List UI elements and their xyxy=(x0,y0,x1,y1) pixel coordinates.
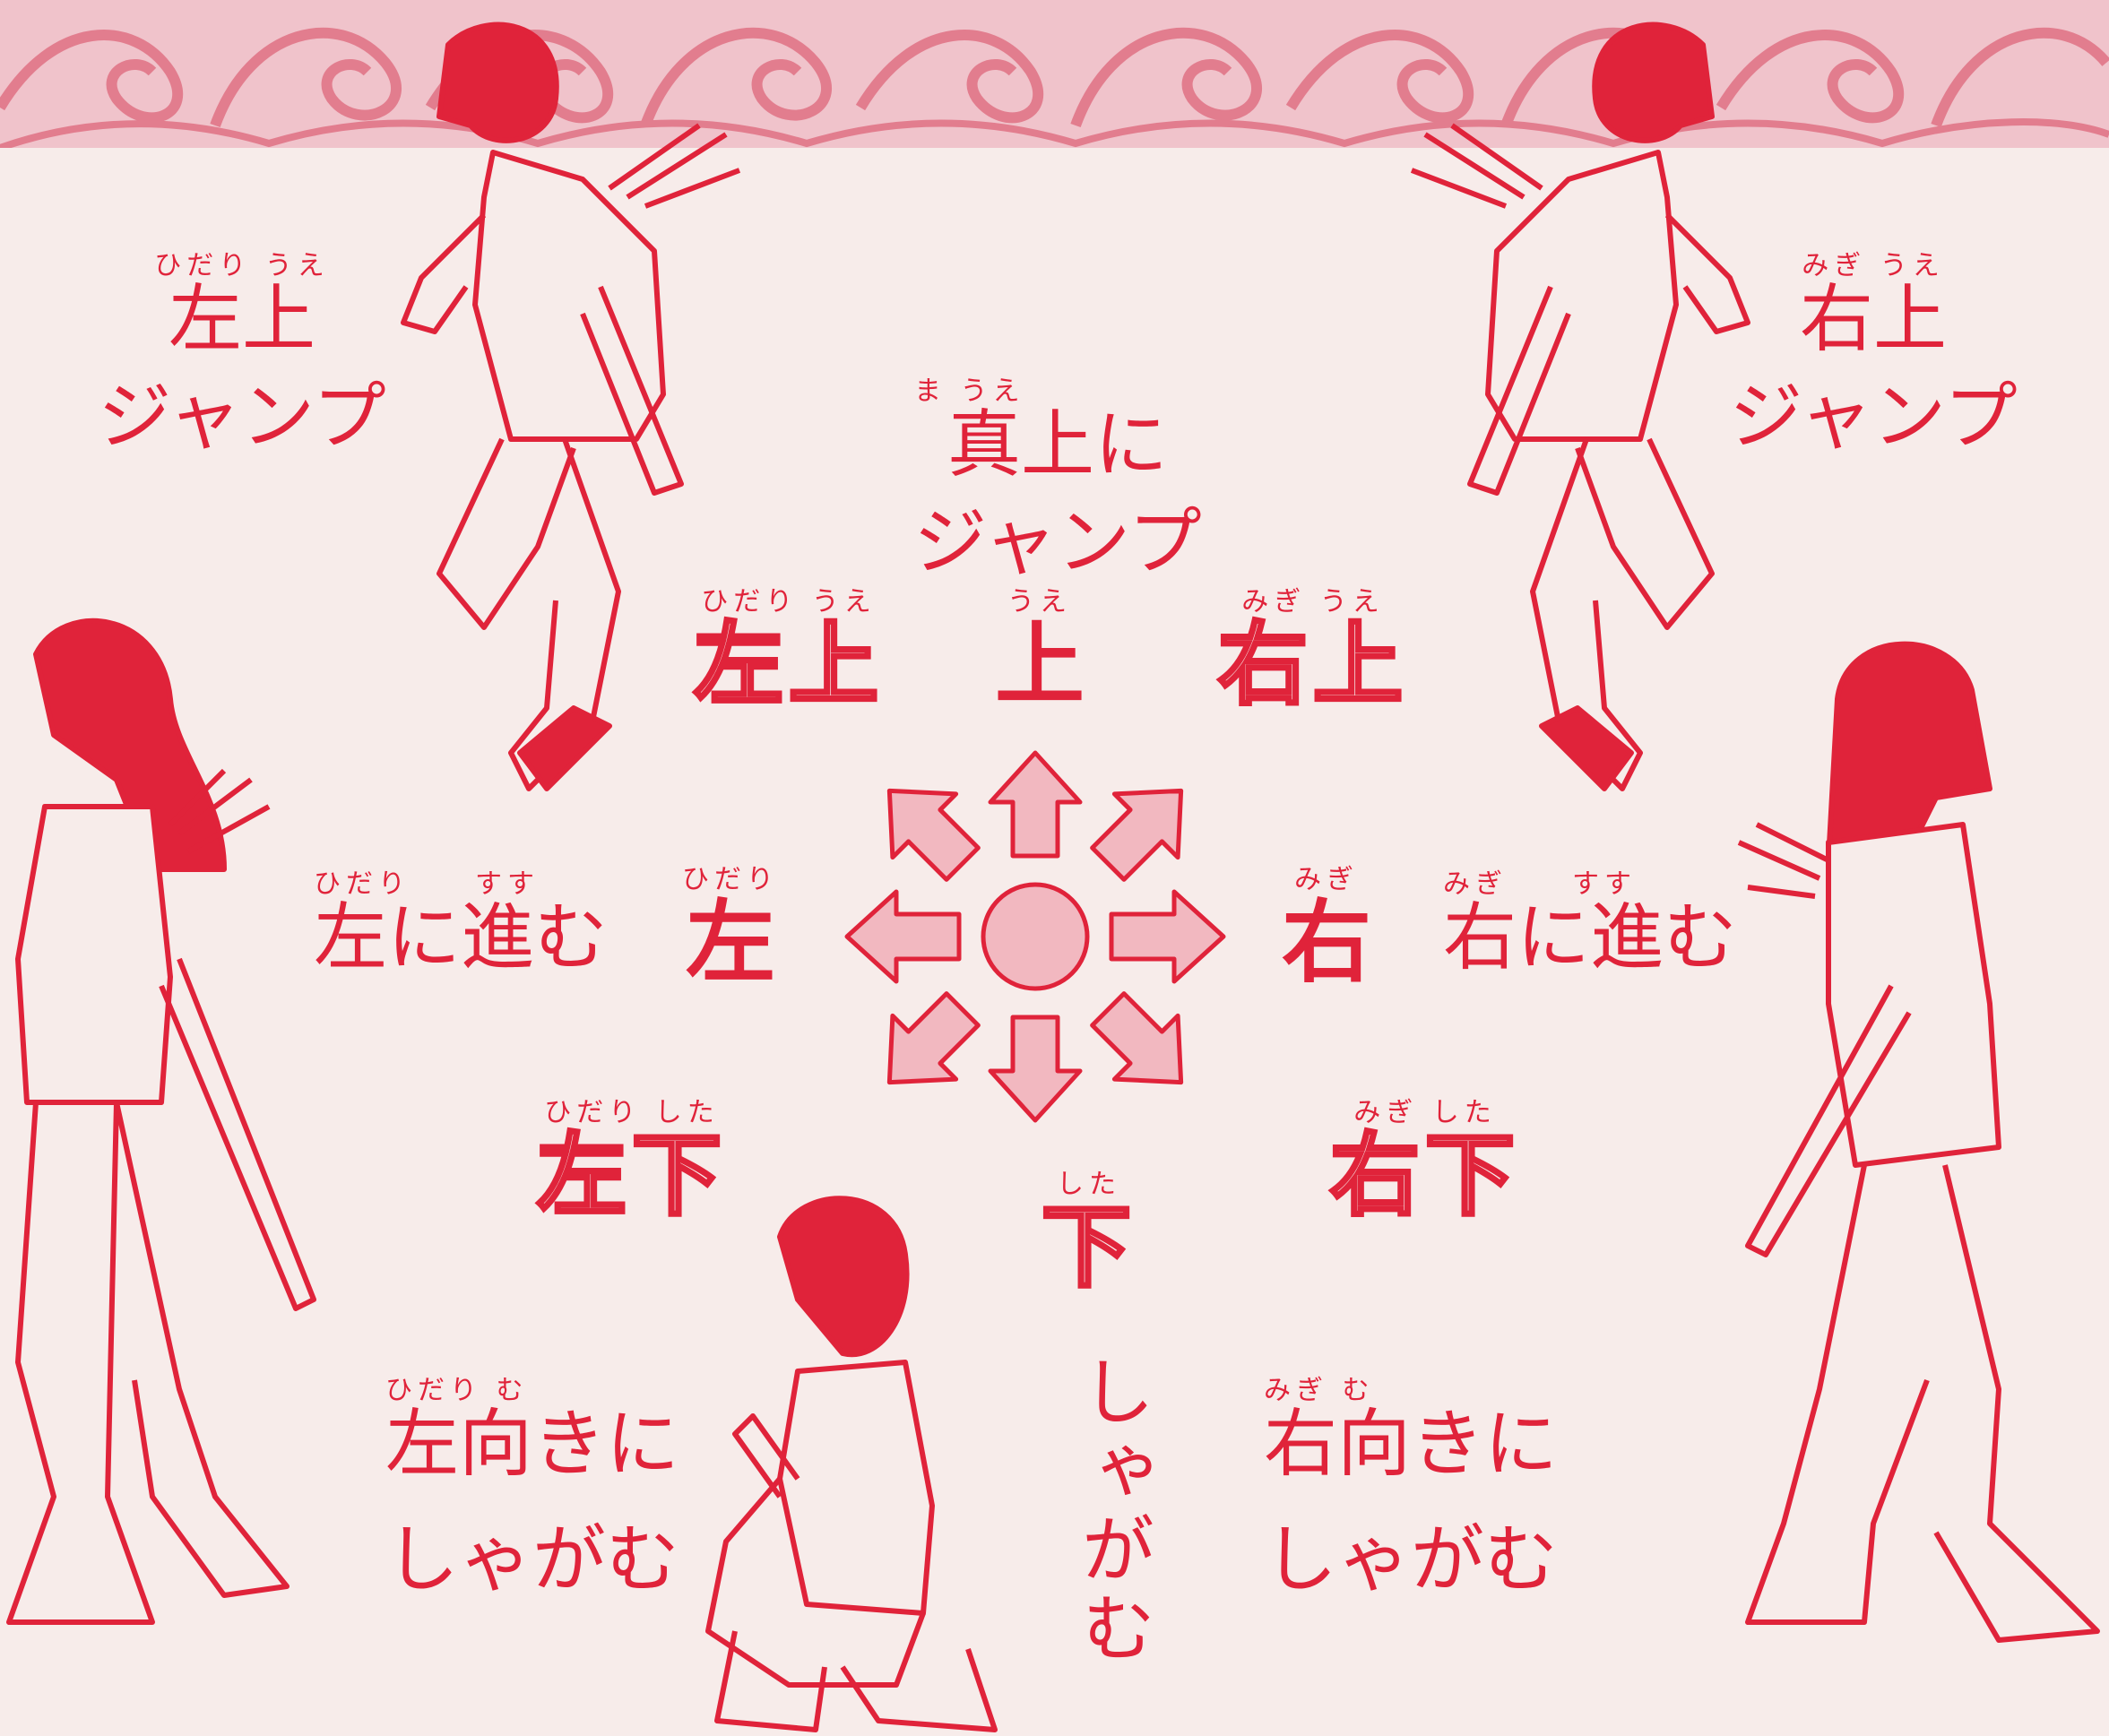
action-text: しゃがむ xyxy=(385,1516,680,1602)
ruby-text: みぎ した xyxy=(1353,1097,1497,1128)
dpad-label-down-right: みぎ した 右下 xyxy=(1318,1097,1533,1226)
ruby-text: みぎ xyxy=(1294,864,1359,895)
crouch-right-label: みぎ む 右向きに しゃがむ xyxy=(1264,1376,1586,1600)
arrow-down-left-icon xyxy=(886,991,981,1085)
move-right-label: みぎ すす 右に進む xyxy=(1443,869,1802,979)
arrow-left-icon xyxy=(844,889,962,984)
eight-way-arrow-dpad xyxy=(844,750,1226,1123)
direction-text: 下 xyxy=(1040,1195,1137,1300)
jumping-archer-left xyxy=(401,22,741,791)
dpad-label-up: うえ 上 xyxy=(981,587,1098,713)
direction-text: 上 xyxy=(995,612,1085,717)
ruby-text: した xyxy=(1057,1169,1121,1200)
arrow-right-icon xyxy=(1109,889,1226,984)
dpad-center-button xyxy=(981,882,1090,991)
direction-text: 左上 xyxy=(692,612,884,717)
arrow-up-icon xyxy=(988,750,1083,859)
jump-up-right-label: みぎ うえ 右上 ジャンプ xyxy=(1703,251,2044,457)
dpad-label-up-right: みぎ うえ 右上 xyxy=(1206,586,1421,715)
ruby-text: ひだり xyxy=(682,864,779,895)
ruby-text: みぎ すす xyxy=(1443,868,1637,900)
walking-archer-left xyxy=(6,618,316,1625)
action-text: しゃがむ xyxy=(1264,1516,1559,1602)
dpad-label-right: みぎ 右 xyxy=(1273,865,1380,991)
direction-text: 右上 xyxy=(1799,277,1947,362)
ruby-text: みぎ うえ xyxy=(1802,250,1945,281)
walking-archer-right xyxy=(1737,641,2100,1643)
ruby-text: ひだり うえ xyxy=(154,250,330,281)
action-text: ジャンプ xyxy=(1729,374,2018,460)
direction-text: 左下 xyxy=(535,1123,727,1228)
dpad-label-left: ひだり 左 xyxy=(677,865,784,991)
action-text: ジャンプ xyxy=(913,499,1202,585)
crouching-archer xyxy=(705,1196,998,1732)
ruby-text: みぎ うえ xyxy=(1241,586,1385,618)
direction-text: 左 xyxy=(686,890,775,995)
jumping-archer-right xyxy=(1410,22,1750,791)
arrow-down-icon xyxy=(988,1015,1083,1123)
action-text: 右に進む xyxy=(1443,895,1738,980)
dpad-label-down-left: ひだり した 左下 xyxy=(524,1097,739,1226)
ruby-text: ひだり む xyxy=(385,1375,529,1406)
crouch-left-label: ひだり む 左向きに しゃがむ xyxy=(385,1376,708,1600)
direction-text: 右向きに xyxy=(1264,1402,1559,1487)
ruby-text: ひだり すす xyxy=(314,868,540,900)
action-text: 左に進む xyxy=(314,895,609,980)
direction-text: 左向きに xyxy=(385,1402,680,1487)
action-text: ジャンプ xyxy=(98,374,386,460)
swirl-pattern-border xyxy=(0,0,2109,148)
jump-up-label: ま うえ 真上に ジャンプ xyxy=(860,376,1255,583)
direction-text: 真上に xyxy=(946,402,1168,488)
direction-text: 左上 xyxy=(168,277,315,362)
ruby-text: ま うえ xyxy=(914,376,1025,407)
ruby-text: ひだり した xyxy=(544,1097,720,1128)
dpad-label-down: した 下 xyxy=(1035,1169,1143,1298)
arrow-up-right-icon xyxy=(1090,788,1184,882)
dpad-label-up-left: ひだり うえ 左上 xyxy=(681,586,896,715)
move-left-label: ひだり すす 左に進む xyxy=(314,869,672,979)
direction-text: 右 xyxy=(1282,890,1371,995)
ruby-text: うえ xyxy=(1007,586,1072,618)
jump-up-left-label: ひだり うえ 左上 ジャンプ xyxy=(81,251,403,457)
ruby-text: みぎ む xyxy=(1264,1375,1375,1406)
arrow-up-left-icon xyxy=(886,788,981,882)
ruby-text: ひだり うえ xyxy=(701,586,877,618)
arrow-down-right-icon xyxy=(1090,991,1184,1085)
direction-text: 右下 xyxy=(1328,1123,1520,1228)
direction-text: 右上 xyxy=(1216,612,1408,717)
crouch-down-label: しゃがむ xyxy=(1068,1353,1154,1669)
